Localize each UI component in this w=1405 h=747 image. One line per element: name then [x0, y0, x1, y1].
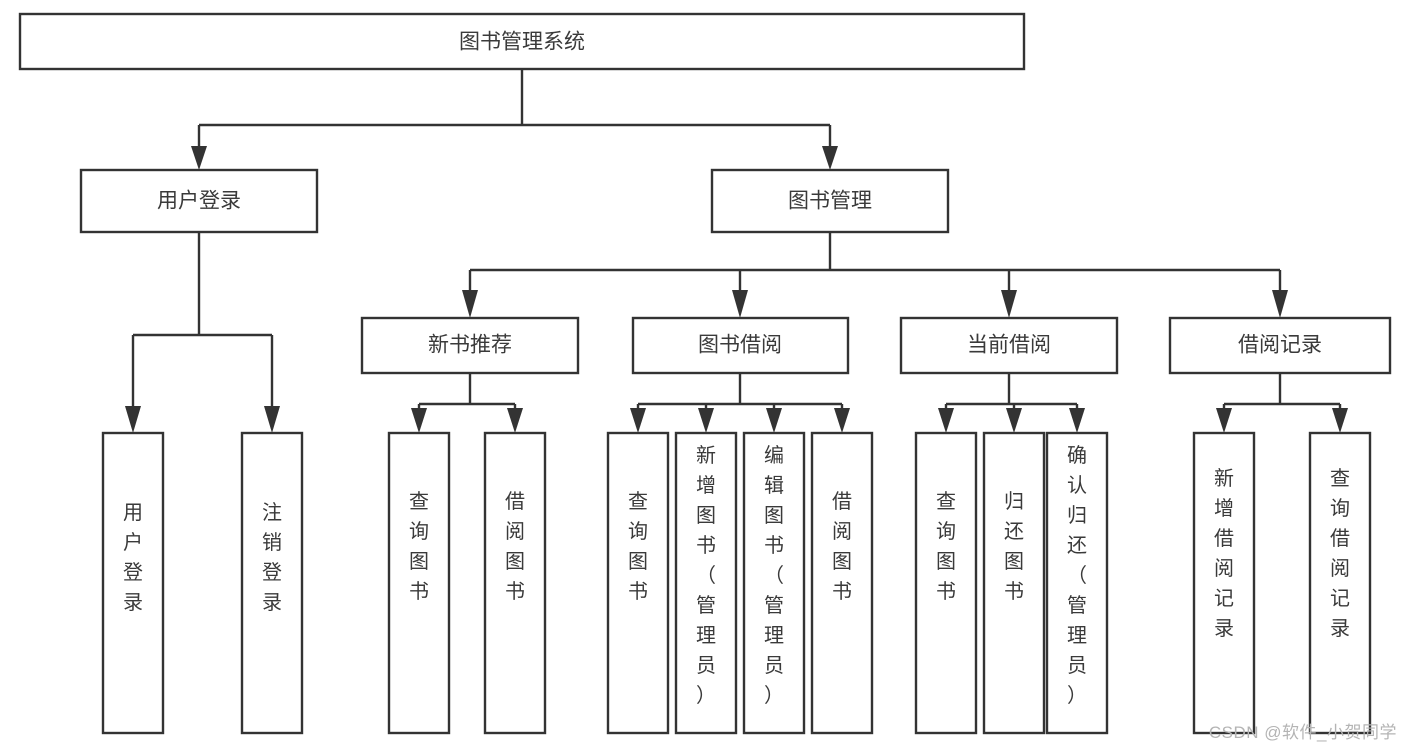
- node-book-borrow-label: 图书借阅: [698, 334, 782, 357]
- node-leaf-add-record-box[interactable]: [1192, 431, 1256, 735]
- arrowhead-leaf-user-login: [125, 406, 141, 433]
- node-book-manage-box[interactable]: [710, 168, 950, 234]
- arrowhead-leaf-return-book: [1006, 408, 1022, 433]
- node-leaf-borrow-book-1[interactable]: 借阅图书: [483, 431, 547, 735]
- node-leaf-user-login[interactable]: 用户登录: [101, 431, 165, 735]
- node-leaf-query-book-1[interactable]: 查询图书: [387, 431, 451, 735]
- node-user-login-box[interactable]: [79, 168, 319, 234]
- node-borrow-record-label: 借阅记录: [1238, 334, 1322, 357]
- arrowhead-leaf-edit-book: [766, 408, 782, 433]
- arrowhead-book-manage: [822, 146, 838, 170]
- node-book-borrow-box[interactable]: [631, 316, 850, 375]
- arrowhead-leaf-query-record: [1332, 408, 1348, 433]
- arrowhead-leaf-user-logout: [264, 406, 280, 433]
- node-leaf-query-book-3-box[interactable]: [914, 431, 978, 735]
- arrowhead-borrow-record: [1272, 290, 1288, 318]
- arrowhead-leaf-query-book-2: [630, 408, 646, 433]
- node-leaf-add-book[interactable]: 新增图书（管理员）: [674, 431, 738, 735]
- arrowhead-leaf-query-book-1: [411, 408, 427, 433]
- node-leaf-borrow-book-1-box[interactable]: [483, 431, 547, 735]
- arrowhead-book-borrow: [732, 290, 748, 318]
- node-leaf-return-book-label: 归还图书: [1004, 490, 1024, 603]
- node-leaf-add-record-label: 新增借阅记录: [1214, 467, 1234, 640]
- arrowhead-new-book-recommend: [462, 290, 478, 318]
- node-new-book-recommend-box[interactable]: [360, 316, 580, 375]
- csdn-watermark: CSDN @软件_小贺同学: [1208, 723, 1397, 742]
- node-leaf-query-book-3[interactable]: 查询图书: [914, 431, 978, 735]
- arrowhead-leaf-borrow-book-1: [507, 408, 523, 433]
- node-borrow-record[interactable]: 借阅记录: [1168, 316, 1392, 375]
- node-leaf-user-login-label: 用户登录: [123, 502, 143, 614]
- node-user-login[interactable]: 用户登录: [79, 168, 319, 234]
- node-new-book-recommend-label: 新书推荐: [428, 334, 512, 357]
- node-leaf-query-book-3-label: 查询图书: [936, 490, 956, 603]
- node-user-login-label: 用户登录: [157, 190, 241, 213]
- node-leaf-user-logout-box[interactable]: [240, 431, 304, 735]
- node-leaf-borrow-book-2[interactable]: 借阅图书: [810, 431, 874, 735]
- node-leaf-query-record-box[interactable]: [1308, 431, 1372, 735]
- node-leaf-query-book-1-box[interactable]: [387, 431, 451, 735]
- node-leaf-query-book-2-label: 查询图书: [628, 490, 648, 603]
- node-leaf-user-login-box[interactable]: [101, 431, 165, 735]
- arrowhead-current-borrow: [1001, 290, 1017, 318]
- node-borrow-record-box[interactable]: [1168, 316, 1392, 375]
- node-leaf-borrow-book-2-label: 借阅图书: [832, 490, 852, 603]
- node-leaf-edit-book-label: 编辑图书（管理员）: [764, 444, 784, 707]
- arrowhead-leaf-add-record: [1216, 408, 1232, 433]
- node-leaf-confirm-return-box[interactable]: [1045, 431, 1109, 735]
- arrowhead-leaf-borrow-book-2: [834, 408, 850, 433]
- arrowhead-leaf-query-book-3: [938, 408, 954, 433]
- node-leaf-return-book-box[interactable]: [982, 431, 1046, 735]
- arrowhead-leaf-add-book: [698, 408, 714, 433]
- node-root-box[interactable]: [18, 12, 1026, 71]
- node-leaf-query-book-1-label: 查询图书: [409, 490, 429, 603]
- node-leaf-query-book-2[interactable]: 查询图书: [606, 431, 670, 735]
- node-leaf-borrow-book-1-label: 借阅图书: [505, 490, 525, 603]
- node-root[interactable]: 图书管理系统: [18, 12, 1026, 71]
- node-leaf-borrow-book-2-box[interactable]: [810, 431, 874, 735]
- node-leaf-user-logout[interactable]: 注销登录: [240, 431, 304, 735]
- node-leaf-return-book[interactable]: 归还图书: [982, 431, 1046, 735]
- arrowhead-user-login: [191, 146, 207, 170]
- node-leaf-confirm-return[interactable]: 确认归还（管理员）: [1045, 431, 1109, 735]
- node-leaf-edit-book[interactable]: 编辑图书（管理员）: [742, 431, 806, 735]
- node-book-manage-label: 图书管理: [788, 190, 872, 213]
- node-leaf-confirm-return-label: 确认归还（管理员）: [1067, 444, 1087, 707]
- node-current-borrow[interactable]: 当前借阅: [899, 316, 1119, 375]
- node-book-manage[interactable]: 图书管理: [710, 168, 950, 234]
- node-leaf-add-book-box[interactable]: [674, 431, 738, 735]
- node-current-borrow-box[interactable]: [899, 316, 1119, 375]
- node-book-borrow[interactable]: 图书借阅: [631, 316, 850, 375]
- node-leaf-edit-book-box[interactable]: [742, 431, 806, 735]
- node-leaf-query-record-label: 查询借阅记录: [1330, 467, 1350, 640]
- node-root-label: 图书管理系统: [459, 31, 585, 54]
- arrowhead-leaf-confirm-return: [1069, 408, 1085, 433]
- node-current-borrow-label: 当前借阅: [967, 334, 1051, 357]
- connector-layer: [125, 69, 1348, 433]
- node-new-book-recommend[interactable]: 新书推荐: [360, 316, 580, 375]
- node-leaf-add-book-label: 新增图书（管理员）: [696, 444, 716, 707]
- node-leaf-user-logout-label: 注销登录: [262, 501, 282, 614]
- node-leaf-query-record[interactable]: 查询借阅记录: [1308, 431, 1372, 735]
- node-leaf-query-book-2-box[interactable]: [606, 431, 670, 735]
- node-leaf-add-record[interactable]: 新增借阅记录: [1192, 431, 1256, 735]
